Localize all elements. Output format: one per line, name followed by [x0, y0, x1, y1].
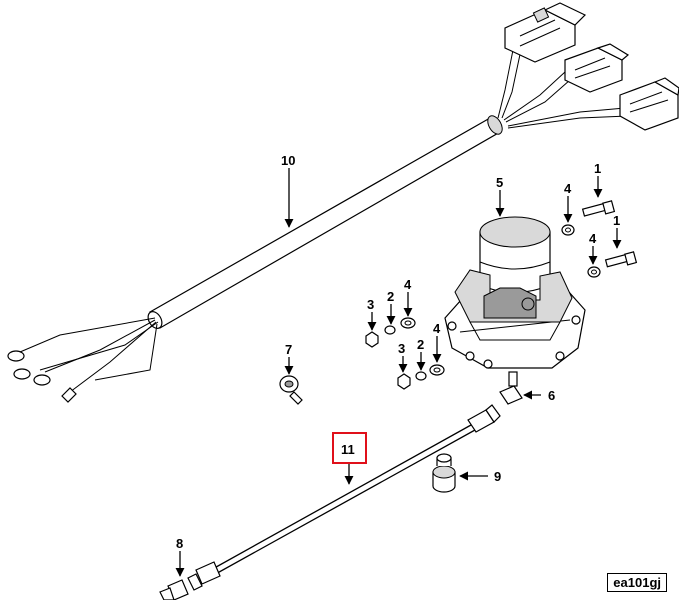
callout-11: 11	[341, 442, 355, 457]
harness-connector-top	[504, 2, 587, 63]
hose-clip[interactable]	[279, 375, 303, 405]
bolt-upper[interactable]	[581, 200, 616, 217]
callout-1-lower: 1	[613, 213, 620, 228]
washer-lower-right[interactable]	[587, 266, 601, 278]
figure-code-label: ea101gj	[607, 573, 667, 592]
plug-cap[interactable]	[432, 453, 456, 493]
pump-motor-assembly[interactable]	[444, 216, 586, 405]
callout-3-upper: 3	[367, 297, 374, 312]
callout-4-upper-right: 4	[564, 181, 572, 196]
wire-harness[interactable]	[7, 2, 679, 403]
bolt-lower[interactable]	[604, 251, 638, 268]
callout-4-left-upper: 4	[404, 277, 412, 292]
callout-6: 6	[548, 388, 555, 403]
callout-1-upper: 1	[594, 161, 601, 176]
harness-connector-lower	[619, 77, 679, 131]
callout-3-lower: 3	[398, 341, 405, 356]
lock-washer-upper[interactable]	[384, 325, 396, 335]
harness-connector-middle	[564, 43, 630, 93]
callout-5: 5	[496, 175, 503, 190]
callout-8: 8	[176, 536, 183, 551]
lock-washer-lower[interactable]	[415, 371, 427, 381]
callout-4-left-lower: 4	[433, 321, 441, 336]
washer-upper-right[interactable]	[561, 224, 575, 236]
callout-leaders	[175, 168, 622, 577]
callout-10: 10	[281, 153, 295, 168]
callout-11-highlight: 11	[332, 432, 367, 464]
callout-2-lower: 2	[417, 337, 424, 352]
nut-upper[interactable]	[365, 331, 379, 348]
tube-fitting[interactable]	[159, 579, 189, 600]
callout-2-upper: 2	[387, 289, 394, 304]
callout-7: 7	[285, 342, 292, 357]
washer-left-upper[interactable]	[400, 317, 416, 329]
outlet-elbow-fitting	[499, 371, 523, 405]
callout-4-lower-right: 4	[589, 231, 597, 246]
callout-9: 9	[494, 469, 501, 484]
nut-lower[interactable]	[397, 373, 411, 390]
fuel-tube-assembly[interactable]	[187, 404, 501, 591]
washer-left-lower[interactable]	[429, 364, 445, 376]
